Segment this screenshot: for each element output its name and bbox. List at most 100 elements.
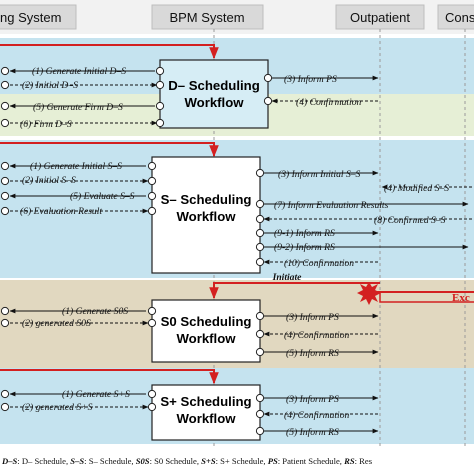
- port-circle: [0, 191, 10, 201]
- trigger-flow-s0: [209, 282, 380, 300]
- port-circle: [0, 176, 10, 186]
- port-circle: [0, 66, 10, 76]
- msg-s-inform-initial: (3) Inform Initial S–S: [278, 169, 361, 180]
- port-circle: [0, 402, 10, 412]
- trigger-flow-splus: [0, 369, 219, 385]
- msg-d-firm: (6) Firm D–S: [20, 119, 72, 130]
- splus-workflow-line1: S+ Scheduling: [160, 394, 251, 409]
- s0-workflow-line1: S0 Scheduling: [161, 314, 252, 329]
- port-circle: [155, 80, 165, 90]
- msg-sp-inform-rs: (5) Inform RS: [286, 427, 339, 438]
- legend-text-ps: : Patient Schedule,: [278, 456, 344, 466]
- port-circle: [155, 118, 165, 128]
- msg-sp-inform-ps: (3) Inform PS: [286, 394, 339, 405]
- port-circle: [0, 389, 10, 399]
- msg-s-modified: (4) Modified S–S: [384, 183, 449, 194]
- port-circle: [155, 101, 165, 111]
- msg-d-inform-ps: (3) Inform PS: [284, 74, 337, 85]
- legend-abbr-ss: S–S: [70, 456, 84, 466]
- port-circle: [255, 409, 265, 419]
- port-circle: [263, 73, 273, 83]
- msg-s0-generate: (1) Generate S0S: [62, 306, 128, 317]
- d-workflow-line1: D– Scheduling: [168, 78, 260, 93]
- port-circle: [147, 206, 157, 216]
- port-circle: [0, 161, 10, 171]
- legend-text-ss: : S– Schedule,: [84, 456, 136, 466]
- port-circle: [255, 311, 265, 321]
- header-bpm-label: BPM System: [169, 10, 244, 25]
- port-circles: [0, 66, 273, 436]
- msg-s-initial: (2) Initial S–S: [22, 175, 76, 186]
- msg-s-inform-rs-1: (9-1) Inform RS: [274, 228, 335, 239]
- msg-sp-generated: (2) generated S+S: [22, 402, 93, 413]
- legend: D–S: D– Schedule, S–S: S– Schedule, S0S:…: [1, 456, 373, 466]
- port-circle: [255, 257, 265, 267]
- msg-s-inform-eval: (7) Inform Evaluation Results: [274, 200, 389, 211]
- msg-sp-confirmation: (4) Confirmation: [284, 410, 349, 421]
- port-circle: [255, 199, 265, 209]
- port-circle: [147, 161, 157, 171]
- msg-s-evaluate: (5) Evaluate S–S: [70, 191, 135, 202]
- splus-scheduling-workflow[interactable]: S+ Scheduling Workflow: [151, 384, 261, 441]
- msg-s0-confirmation: (4) Confirmation: [284, 330, 349, 341]
- port-circle: [255, 168, 265, 178]
- port-circle: [255, 426, 265, 436]
- header-right-box: [437, 4, 474, 30]
- msg-s0-generated: (2) generated S0S: [22, 318, 91, 329]
- legend-text-rs: : Res: [355, 456, 373, 466]
- s-scheduling-workflow[interactable]: S– Scheduling Workflow: [151, 156, 261, 274]
- legend-abbr-sps: S+S: [201, 456, 216, 466]
- msg-s-inform-rs-2: (9-2) Inform RS: [274, 242, 335, 253]
- msg-s-confirmation: (10) Confirmation: [284, 258, 354, 269]
- header-left-box: [0, 4, 77, 30]
- port-circle: [255, 214, 265, 224]
- splus-workflow-line2: Workflow: [176, 411, 236, 426]
- port-circle: [147, 318, 157, 328]
- d-scheduling-workflow[interactable]: D– Scheduling Workflow: [159, 59, 269, 129]
- msg-s0-inform-rs: (5) Inform RS: [286, 348, 339, 359]
- port-circle: [0, 306, 10, 316]
- port-circle: [263, 96, 273, 106]
- port-circle: [255, 347, 265, 357]
- legend-abbr-ps: PS: [268, 456, 278, 466]
- msg-s-confirmed: (8) Confirmed S–S: [374, 215, 446, 226]
- header-left-label: ng System: [0, 10, 61, 25]
- msg-sp-generate: (1) Generate S+S: [62, 389, 130, 400]
- msg-d-initial: (2) Initial D–S: [22, 80, 78, 91]
- legend-text-s0s: : S0 Schedule,: [150, 456, 202, 466]
- msg-d-generate-initial: (1) Generate Initial D–S: [32, 66, 126, 77]
- legend-text-sps: : S+ Schedule,: [216, 456, 268, 466]
- trigger-flow-d: [0, 44, 219, 60]
- s-workflow-line2: Workflow: [176, 209, 236, 224]
- exception-label: Exc: [452, 292, 470, 304]
- legend-abbr-ds: D–S: [1, 456, 18, 466]
- port-circle: [155, 66, 165, 76]
- port-circle: [255, 242, 265, 252]
- legend-abbr-s0s: S0S: [136, 456, 150, 466]
- port-circle: [147, 306, 157, 316]
- header-right-label: Cons: [445, 10, 474, 25]
- port-circle: [0, 80, 10, 90]
- s0-workflow-line2: Workflow: [176, 331, 236, 346]
- header-bpm-box: [151, 4, 264, 30]
- port-circle: [255, 228, 265, 238]
- exception-burst-icon: [357, 282, 381, 305]
- port-circle: [147, 389, 157, 399]
- header-outpatient-label: Outpatient: [350, 10, 410, 25]
- port-circle: [255, 393, 265, 403]
- s0-scheduling-workflow[interactable]: S0 Scheduling Workflow: [151, 299, 261, 363]
- legend-text-ds: : D– Schedule,: [17, 456, 70, 466]
- exception-box-edge: [379, 292, 474, 303]
- s-workflow-line1: S– Scheduling: [161, 192, 252, 207]
- port-circle: [147, 176, 157, 186]
- msg-s0-inform-ps: (3) Inform PS: [286, 312, 339, 323]
- d-workflow-line2: Workflow: [184, 95, 244, 110]
- msg-s-generate-initial: (1) Generate Initial S–S: [30, 161, 122, 172]
- port-circle: [0, 318, 10, 328]
- initiate-label: Initiate: [272, 272, 303, 283]
- legend-abbr-rs: RS: [343, 456, 355, 466]
- port-circle: [0, 101, 10, 111]
- port-circle: [255, 329, 265, 339]
